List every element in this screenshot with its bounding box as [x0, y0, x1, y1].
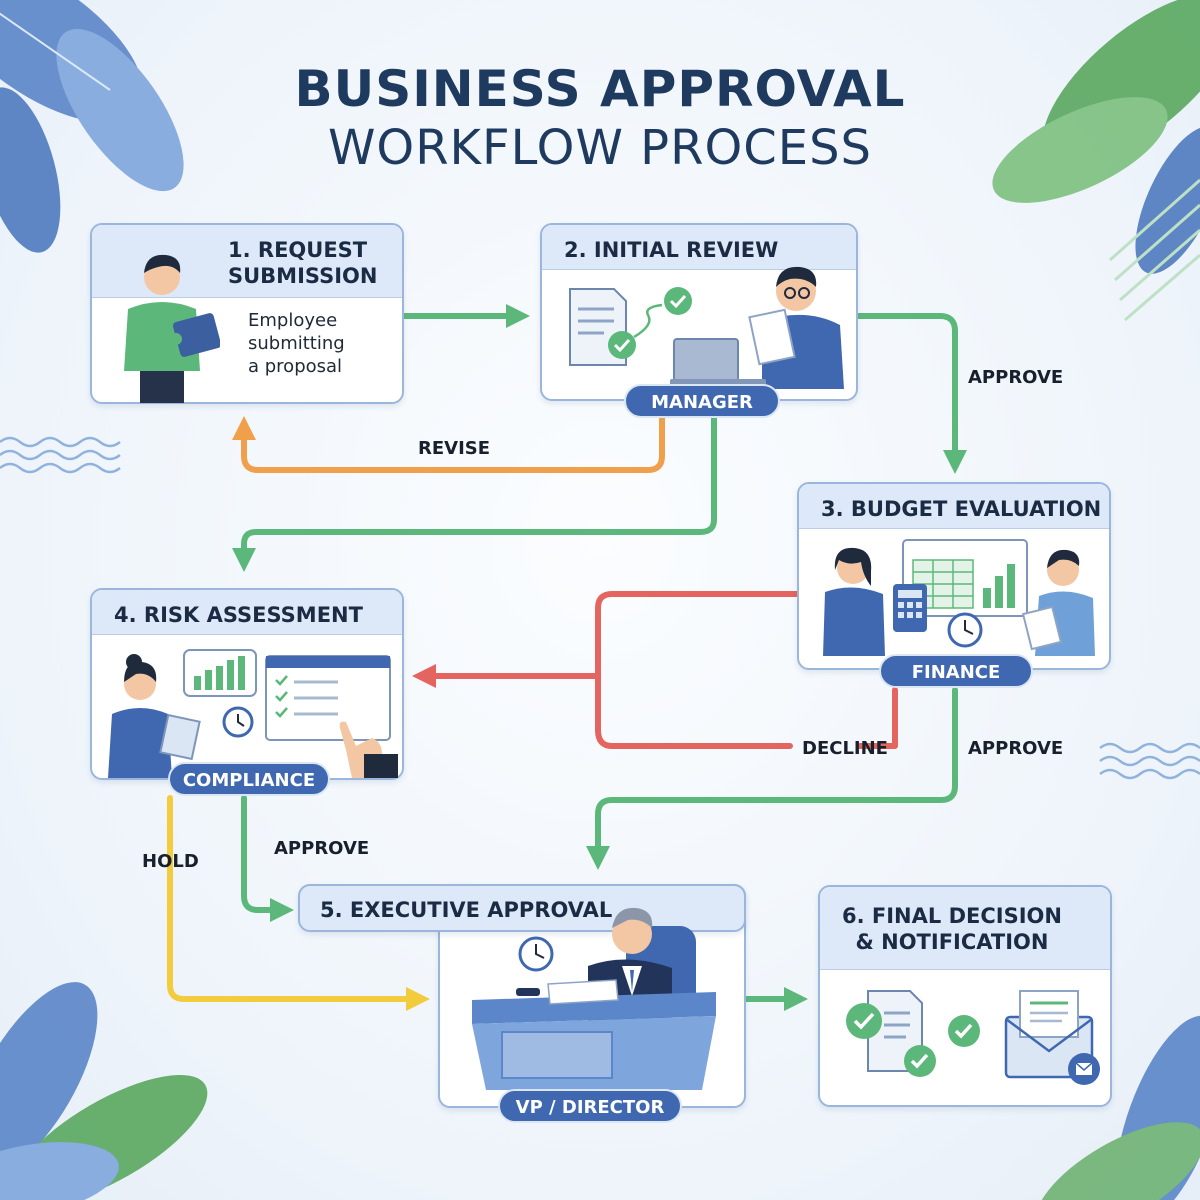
leaves-bottom-right — [1035, 1015, 1200, 1200]
label-revise: REVISE — [418, 438, 491, 459]
arrow-decline-3-to-4 — [424, 591, 898, 749]
step-2-header — [542, 225, 856, 270]
step-1-header — [92, 225, 402, 298]
step-1-description-line-1: Employee — [248, 310, 338, 331]
leaves-top-left — [0, 0, 184, 253]
step-1-title-line-2: SUBMISSION — [228, 264, 378, 288]
wave-decoration-right — [1099, 742, 1200, 780]
step-1-description: Employee submitting a proposal — [248, 309, 345, 378]
label-approve-finance: APPROVE — [968, 738, 1064, 759]
step-4-title: 4. RISK ASSESSMENT — [114, 603, 363, 627]
label-approve-compliance: APPROVE — [274, 838, 370, 859]
label-decline: DECLINE — [802, 738, 888, 759]
step-6-title-line-2: & NOTIFICATION — [855, 930, 1049, 954]
step-6-title: 6. FINAL DECISION & NOTIFICATION — [842, 903, 1062, 955]
notification-icons — [846, 990, 1100, 1085]
wave-decoration-left — [0, 436, 121, 474]
title-line-2: WORKFLOW PROCESS — [327, 120, 873, 176]
leaves-bottom-left — [0, 982, 208, 1200]
step-1-title-line-1: 1. REQUEST — [228, 238, 368, 262]
step-1-card: 1. REQUEST SUBMISSION Employee submittin… — [90, 223, 404, 404]
step-6-card: 6. FINAL DECISION & NOTIFICATION — [818, 885, 1112, 1107]
step-4-role-badge: COMPLIANCE — [168, 762, 330, 796]
title-line-1: BUSINESS APPROVAL — [294, 60, 906, 118]
manager-laptop-icon — [670, 266, 844, 389]
step-4-card: 4. RISK ASSESSMENT COMPLIANCE — [90, 588, 404, 796]
step-3-role-badge: FINANCE — [879, 654, 1033, 688]
step-5-header-tab — [298, 884, 746, 932]
arrow-hold-4-to-5 — [167, 795, 430, 1011]
step-4-header — [92, 590, 402, 635]
arrow-approve-2-to-3 — [855, 313, 967, 474]
label-hold: HOLD — [142, 851, 199, 872]
finance-team-icon — [823, 539, 1095, 656]
step-3-card: 3. BUDGET EVALUATION FINANCE — [797, 482, 1111, 688]
arrow-2-to-4 — [232, 415, 717, 572]
document-check-icon — [569, 287, 692, 366]
step-6-title-line-1: 6. FINAL DECISION — [842, 904, 1062, 928]
label-approve-manager: APPROVE — [968, 367, 1064, 388]
step-2-title: 2. INITIAL REVIEW — [564, 238, 779, 262]
step-1-description-line-3: a proposal — [248, 356, 343, 377]
arrow-revise-2-to-1 — [232, 415, 665, 473]
step-6-header — [820, 887, 1110, 970]
step-1-title: 1. REQUEST SUBMISSION — [228, 237, 377, 289]
step-2-role-badge: MANAGER — [624, 384, 780, 418]
employee-tablet-icon — [124, 254, 220, 403]
step-5-role-badge: VP / DIRECTOR — [498, 1089, 682, 1123]
step-3-title: 3. BUDGET EVALUATION — [821, 497, 1102, 521]
step-5-title: 5. EXECUTIVE APPROVAL — [320, 898, 613, 922]
step-3-header — [799, 484, 1109, 529]
arrow-approve-3-to-5 — [586, 687, 958, 870]
compliance-analyst-icon — [108, 649, 398, 778]
arrow-approve-4-to-5 — [241, 795, 294, 922]
leaves-top-right — [992, 0, 1200, 322]
executive-desk-icon — [472, 907, 716, 1090]
step-2-card: 2. INITIAL REVIEW MANAGER — [540, 223, 858, 418]
step-1-description-line-2: submitting — [248, 333, 345, 354]
